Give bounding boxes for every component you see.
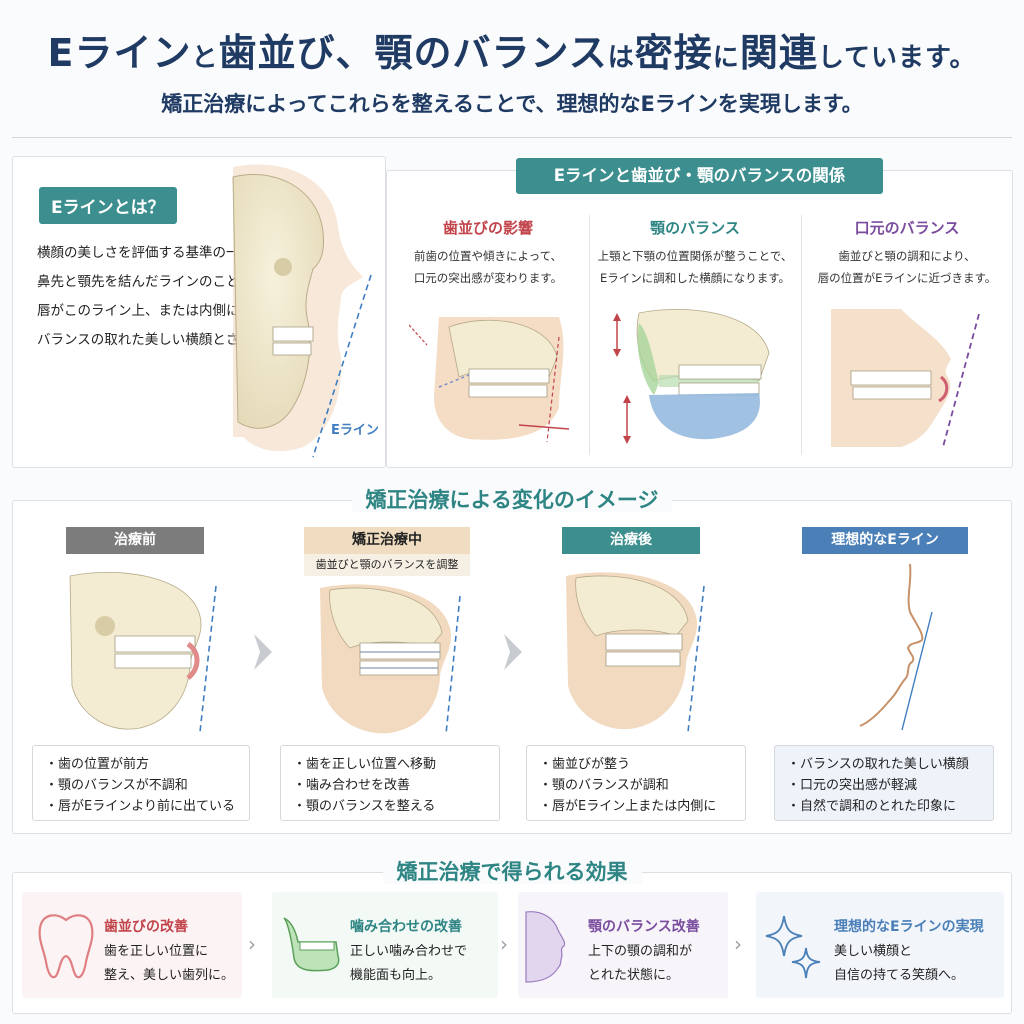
effect-text-line: 機能面も向上。	[350, 968, 442, 983]
relation-text-line: 上顎と下顎の位置関係が整うことで、	[597, 249, 793, 263]
face-profile-icon	[525, 911, 566, 983]
relation-banner: Eラインと歯並び・顎のバランスの関係	[516, 158, 883, 194]
effect-text-line: 自信の持てる笑顔へ。	[834, 968, 965, 983]
relation-jaw-text: 上顎と下顎の位置関係が整うことで、 Eラインに調和した横顔になります。	[589, 245, 801, 289]
treatment-title-wrap: 矯正治療による変化のイメージ	[0, 484, 1024, 514]
effect-text-line: 正しい噛み合わせで	[350, 944, 468, 959]
treatment-title: 矯正治療による変化のイメージ	[351, 488, 673, 512]
column-divider	[589, 215, 590, 455]
page-subtitle: 矯正治療によってこれらを整えることで、理想的なEラインを実現します。	[161, 92, 863, 116]
relation-card: 歯並びの影響 前歯の位置や傾きによって、 口元の突出感が変わります。 顎のバラン…	[386, 170, 1013, 468]
effect-eline: 理想的なEラインの実現 美しい横顔と 自信の持てる笑顔へ。	[756, 892, 1004, 998]
stage-before-bullets: ・歯の位置が前方 ・顎のバランスが不調和 ・唇がEラインより前に出ている	[32, 745, 250, 821]
bullet-item: ・口元の突出感が軽減	[787, 778, 918, 793]
effect-bite-text: 正しい噛み合わせで 機能面も向上。	[350, 940, 467, 988]
title-close: 密接	[634, 31, 713, 75]
effect-teeth-title: 歯並びの改善	[104, 919, 188, 935]
effect-jaw: 顎のバランス改善 上下の顎の調和が とれた状態に。	[518, 892, 728, 998]
chevron-right-icon: ›	[734, 932, 742, 956]
relation-jaw-title: 顎のバランス	[650, 219, 740, 237]
page-title: Eラインと歯並び、顎のバランスは密接に関連しています。	[0, 22, 1024, 77]
relation-text-line: 唇の位置がEラインに近づきます。	[817, 271, 997, 285]
effect-text-line: 整え、美しい歯列に。	[104, 968, 235, 983]
title-eline: Eライン	[47, 31, 192, 75]
effect-bite-title: 噛み合わせの改善	[350, 919, 462, 935]
eline-line-label: Eライン	[331, 423, 379, 438]
tooth-icon	[38, 914, 94, 979]
title-particle: と	[191, 43, 219, 73]
skull-profile-illustration	[232, 164, 372, 458]
effect-teeth: 歯並びの改善 歯を正しい位置に 整え、美しい歯列に。	[22, 892, 242, 998]
stage-after-bullets: ・歯並びが整う ・顎のバランスが調和 ・唇がEライン上または内側に	[526, 745, 746, 821]
stage-after-label: 治療後	[562, 527, 700, 554]
stage-ideal-bullets: ・バランスの取れた美しい横顔 ・口元の突出感が軽減 ・自然で調和のとれた印象に	[774, 745, 994, 821]
relation-mouth-title: 口元のバランス	[854, 219, 960, 237]
effect-text-line: 歯を正しい位置に	[104, 944, 209, 959]
stage-before-illustration	[69, 571, 217, 733]
jaw-icon	[283, 917, 340, 972]
mouth-profile-illustration	[831, 309, 980, 448]
relation-teeth-text: 前歯の位置や傾きによって、 口元の突出感が変わります。	[387, 245, 589, 289]
stage-during-bullets: ・歯を正しい位置へ移動 ・噛み合わせを改善 ・顎のバランスを整える	[280, 745, 500, 821]
effect-teeth-text: 歯を正しい位置に 整え、美しい歯列に。	[104, 940, 234, 988]
effect-jaw-text: 上下の顎の調和が とれた状態に。	[588, 940, 692, 988]
stage-before-label: 治療前	[66, 527, 204, 554]
relation-mouth-text: 歯並びと顎の調和により、 唇の位置がEラインに近づきます。	[801, 245, 1013, 289]
relation-text-line: Eラインに調和した横顔になります。	[599, 271, 791, 285]
header-divider	[12, 137, 1012, 138]
stage-during-sub: 歯並びと顎のバランスを調整	[304, 554, 470, 576]
effect-text-line: 美しい横顔と	[834, 944, 913, 959]
relation-text-line: 歯並びと顎の調和により、	[838, 249, 976, 263]
bullet-item: ・自然で調和のとれた印象に	[787, 799, 957, 814]
stage-after-illustration	[566, 572, 705, 733]
eline-line: 唇がこのライン上、または内側にあると、	[37, 303, 293, 319]
eline-heading: Eラインとは？	[39, 187, 177, 224]
chevron-right-icon	[254, 634, 272, 670]
teeth-jaw-illustration	[409, 317, 570, 443]
bullet-item: ・歯の位置が前方	[45, 757, 150, 772]
eline-line: 鼻先と顎先を結んだラインのことです。	[37, 274, 279, 290]
stage-during-illustration	[320, 584, 461, 735]
effect-text-line: 上下の顎の調和が	[588, 944, 693, 959]
relation-teeth-title: 歯並びの影響	[442, 219, 533, 237]
relation-text-line: 前歯の位置や傾きによって、	[413, 249, 562, 263]
bullet-item: ・バランスの取れた美しい横顔	[787, 757, 969, 772]
effect-text-line: とれた状態に。	[588, 968, 680, 983]
effect-jaw-title: 顎のバランス改善	[588, 919, 700, 935]
title-particle: は	[607, 43, 635, 73]
chevron-right-icon	[504, 634, 522, 670]
chevron-right-icon: ›	[500, 932, 508, 956]
eline-line: 横顔の美しさを評価する基準の一つで、	[37, 245, 280, 261]
column-divider	[801, 215, 802, 455]
title-related: 関連	[739, 31, 818, 75]
effects-title: 矯正治療で得られる効果	[382, 860, 642, 884]
title-particle: に	[712, 43, 740, 73]
bullet-item: ・顎のバランスが不調和	[45, 778, 188, 793]
ideal-profile-illustration	[859, 563, 933, 731]
bullet-item: ・歯並びが整う	[539, 757, 631, 772]
title-ending: しています。	[817, 43, 977, 73]
relation-text-line: 口元の突出感が変わります。	[413, 271, 563, 285]
bullet-item: ・唇がEライン上または内側に	[539, 799, 717, 814]
bullet-item: ・歯を正しい位置へ移動	[293, 757, 437, 772]
bullet-item: ・顎のバランスを整える	[293, 799, 436, 814]
jaw-balance-illustration	[613, 308, 770, 444]
eline-card: Eラインとは？ 横顔の美しさを評価する基準の一つで、 鼻先と顎先を結んだラインの…	[12, 156, 386, 468]
stage-ideal-label: 理想的なEライン	[802, 527, 968, 554]
bullet-item: ・顎のバランスが調和	[539, 778, 669, 793]
bullet-item: ・唇がEラインより前に出ている	[45, 799, 235, 814]
effect-eline-title: 理想的なEラインの実現	[834, 919, 984, 935]
effect-bite: 噛み合わせの改善 正しい噛み合わせで 機能面も向上。	[272, 892, 498, 998]
chevron-right-icon: ›	[248, 932, 256, 956]
bullet-item: ・噛み合わせを改善	[293, 778, 411, 793]
effects-title-wrap: 矯正治療で得られる効果	[0, 856, 1024, 886]
sparkle-icon	[765, 915, 821, 979]
title-teeth-jaw: 歯並び、顎のバランス	[218, 31, 608, 75]
stage-during-label: 矯正治療中	[304, 527, 470, 554]
effect-eline-text: 美しい横顔と 自信の持てる笑顔へ。	[834, 940, 964, 988]
